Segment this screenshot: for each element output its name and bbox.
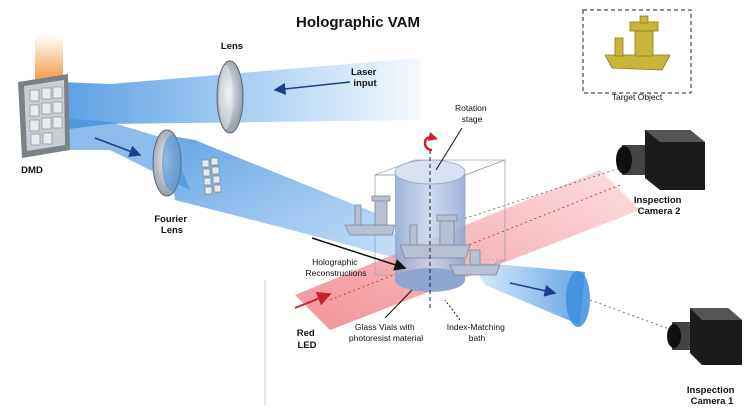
pointer-holographic — [311, 237, 407, 271]
laser-arrow — [273, 81, 351, 95]
pointer-rotation-stage — [435, 127, 463, 171]
rotation-stage-label: Rotation stage — [455, 103, 489, 124]
red-led-label: Red LED — [297, 328, 318, 351]
target-object-box — [582, 9, 692, 94]
lens — [216, 60, 244, 134]
fourier-lens-label: Fourier Lens — [154, 214, 189, 236]
inspection-camera-2-label: Inspection Camera 2 — [634, 195, 684, 217]
camera1-arrow — [509, 282, 557, 297]
dmd-arrow — [94, 137, 142, 157]
lens-label: Lens — [221, 41, 243, 52]
holographic-reconstruction — [344, 195, 501, 276]
dmd-label: DMD — [21, 165, 43, 176]
pointer-index-matching — [444, 299, 461, 321]
dmd-device — [18, 35, 70, 158]
target-object-label: Target Object — [612, 92, 663, 102]
index-matching-label: Index-Matching bath — [447, 322, 508, 343]
holographic-reconstructions-label: Holographic Reconstructions — [306, 257, 367, 278]
camera2-guide — [459, 167, 621, 221]
inspection-camera-2 — [616, 130, 705, 190]
camera1-guide — [589, 299, 673, 331]
fourier-lens — [152, 129, 182, 197]
diagram-title: Holographic VAM — [296, 14, 420, 31]
glass-vials-label: Glass Vials with photoresist material — [349, 322, 423, 343]
red-dotted-line — [329, 184, 621, 301]
inspection-camera-1-label: Inspection Camera 1 — [687, 385, 737, 407]
camera1-beam — [470, 262, 585, 325]
camera1-lens — [566, 271, 590, 327]
hologram-pattern — [201, 157, 222, 195]
pointer-glass-vial — [384, 289, 413, 319]
laser-input-label: Laser input — [351, 67, 379, 89]
rotation-icon-arrowhead — [428, 132, 438, 141]
target-object-boat — [604, 15, 671, 71]
red-led-arrow — [294, 291, 332, 309]
inspection-camera-1 — [667, 308, 742, 365]
